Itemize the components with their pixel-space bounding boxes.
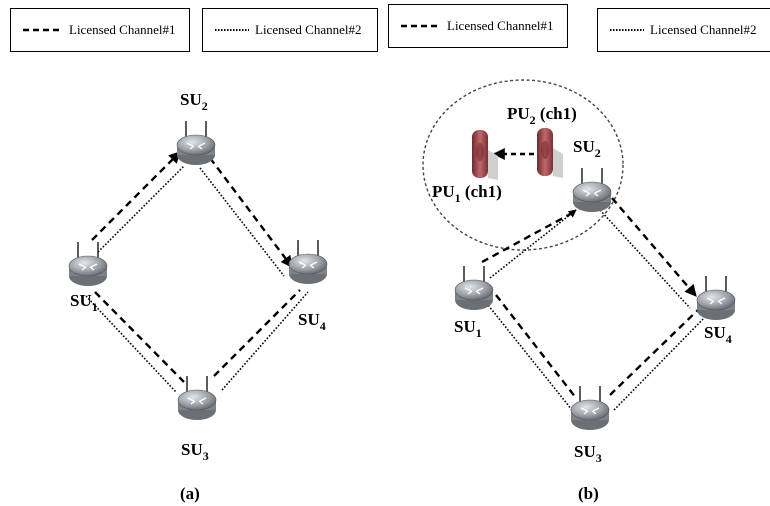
link-su1-su2-ch1 <box>91 151 181 241</box>
router-icon <box>288 239 328 285</box>
primary-user-device-icon <box>472 130 498 180</box>
link-su1-su3-ch1 <box>94 291 185 383</box>
node-label-su1: SU1 <box>70 291 98 314</box>
legend-channel2-b: Licensed Channel#2 <box>597 8 770 52</box>
link-su2-su4-ch2 <box>599 209 691 309</box>
node-label-su3: SU3 <box>181 440 209 463</box>
legend-label-channel1: Licensed Channel#1 <box>69 22 176 37</box>
link-su3-su4-ch1 <box>609 307 701 396</box>
node-label-pu2: PU2 (ch1) <box>507 104 577 127</box>
link-su2-su4-ch2 <box>199 167 285 277</box>
link-su1-su2-ch2 <box>489 209 577 279</box>
legend-label-channel2: Licensed Channel#2 <box>650 22 757 37</box>
node-label-su2: SU2 <box>180 90 208 113</box>
link-su2-su4-ch1 <box>611 197 697 297</box>
link-su1-su3-ch1 <box>495 294 577 399</box>
legend-channel2-a: Licensed Channel#2 <box>202 8 378 52</box>
panel-a-links <box>85 151 309 393</box>
panel-label-a: (a) <box>180 484 200 503</box>
router-icon <box>454 265 494 311</box>
panel-label-b: (b) <box>578 484 599 503</box>
legend-channel1-a: Licensed Channel#1 <box>10 8 190 52</box>
panel-b-primary-users <box>472 128 563 180</box>
panel-b-node-labels: SU1 SU2 SU3 SU4 PU1 (ch1) PU2 (ch1) <box>432 104 732 465</box>
link-su3-su4-ch1 <box>213 289 301 377</box>
panel-a-node-labels: SU1 SU2 SU3 SU4 <box>70 90 326 463</box>
node-label-su1: SU1 <box>454 317 482 340</box>
dashed-line-icon <box>23 28 63 32</box>
link-su1-su3-ch2 <box>85 295 177 393</box>
link-su1-su3-ch2 <box>483 299 573 411</box>
link-su3-su4-ch2 <box>613 315 707 411</box>
node-label-su3: SU3 <box>574 442 602 465</box>
interference-zone <box>422 79 624 251</box>
dashed-line-icon <box>401 24 441 28</box>
node-label-su4: SU4 <box>298 310 326 333</box>
router-icon <box>570 385 610 431</box>
panel-b-routers <box>454 167 736 431</box>
node-label-su2: SU2 <box>573 137 601 160</box>
node-label-pu1: PU1 (ch1) <box>432 182 502 205</box>
link-su3-su4-ch2 <box>221 291 309 391</box>
link-su1-su2-ch2 <box>97 165 185 253</box>
link-su1-su2-ch1 <box>481 210 575 264</box>
router-icon <box>176 120 216 166</box>
dotted-line-icon <box>215 29 249 31</box>
router-icon <box>572 167 612 213</box>
primary-user-device-icon <box>537 128 563 178</box>
router-icon <box>177 375 217 421</box>
panel-a-routers <box>68 120 328 421</box>
legend-label-channel2: Licensed Channel#2 <box>255 22 362 37</box>
node-label-su4: SU4 <box>704 323 732 346</box>
router-icon <box>696 275 736 321</box>
link-su2-su4-ch1 <box>209 157 293 268</box>
panel-b-links <box>481 148 707 411</box>
legend-label-channel1: Licensed Channel#1 <box>447 18 554 33</box>
dotted-line-icon <box>610 29 644 31</box>
legend-channel1-b: Licensed Channel#1 <box>388 4 568 48</box>
